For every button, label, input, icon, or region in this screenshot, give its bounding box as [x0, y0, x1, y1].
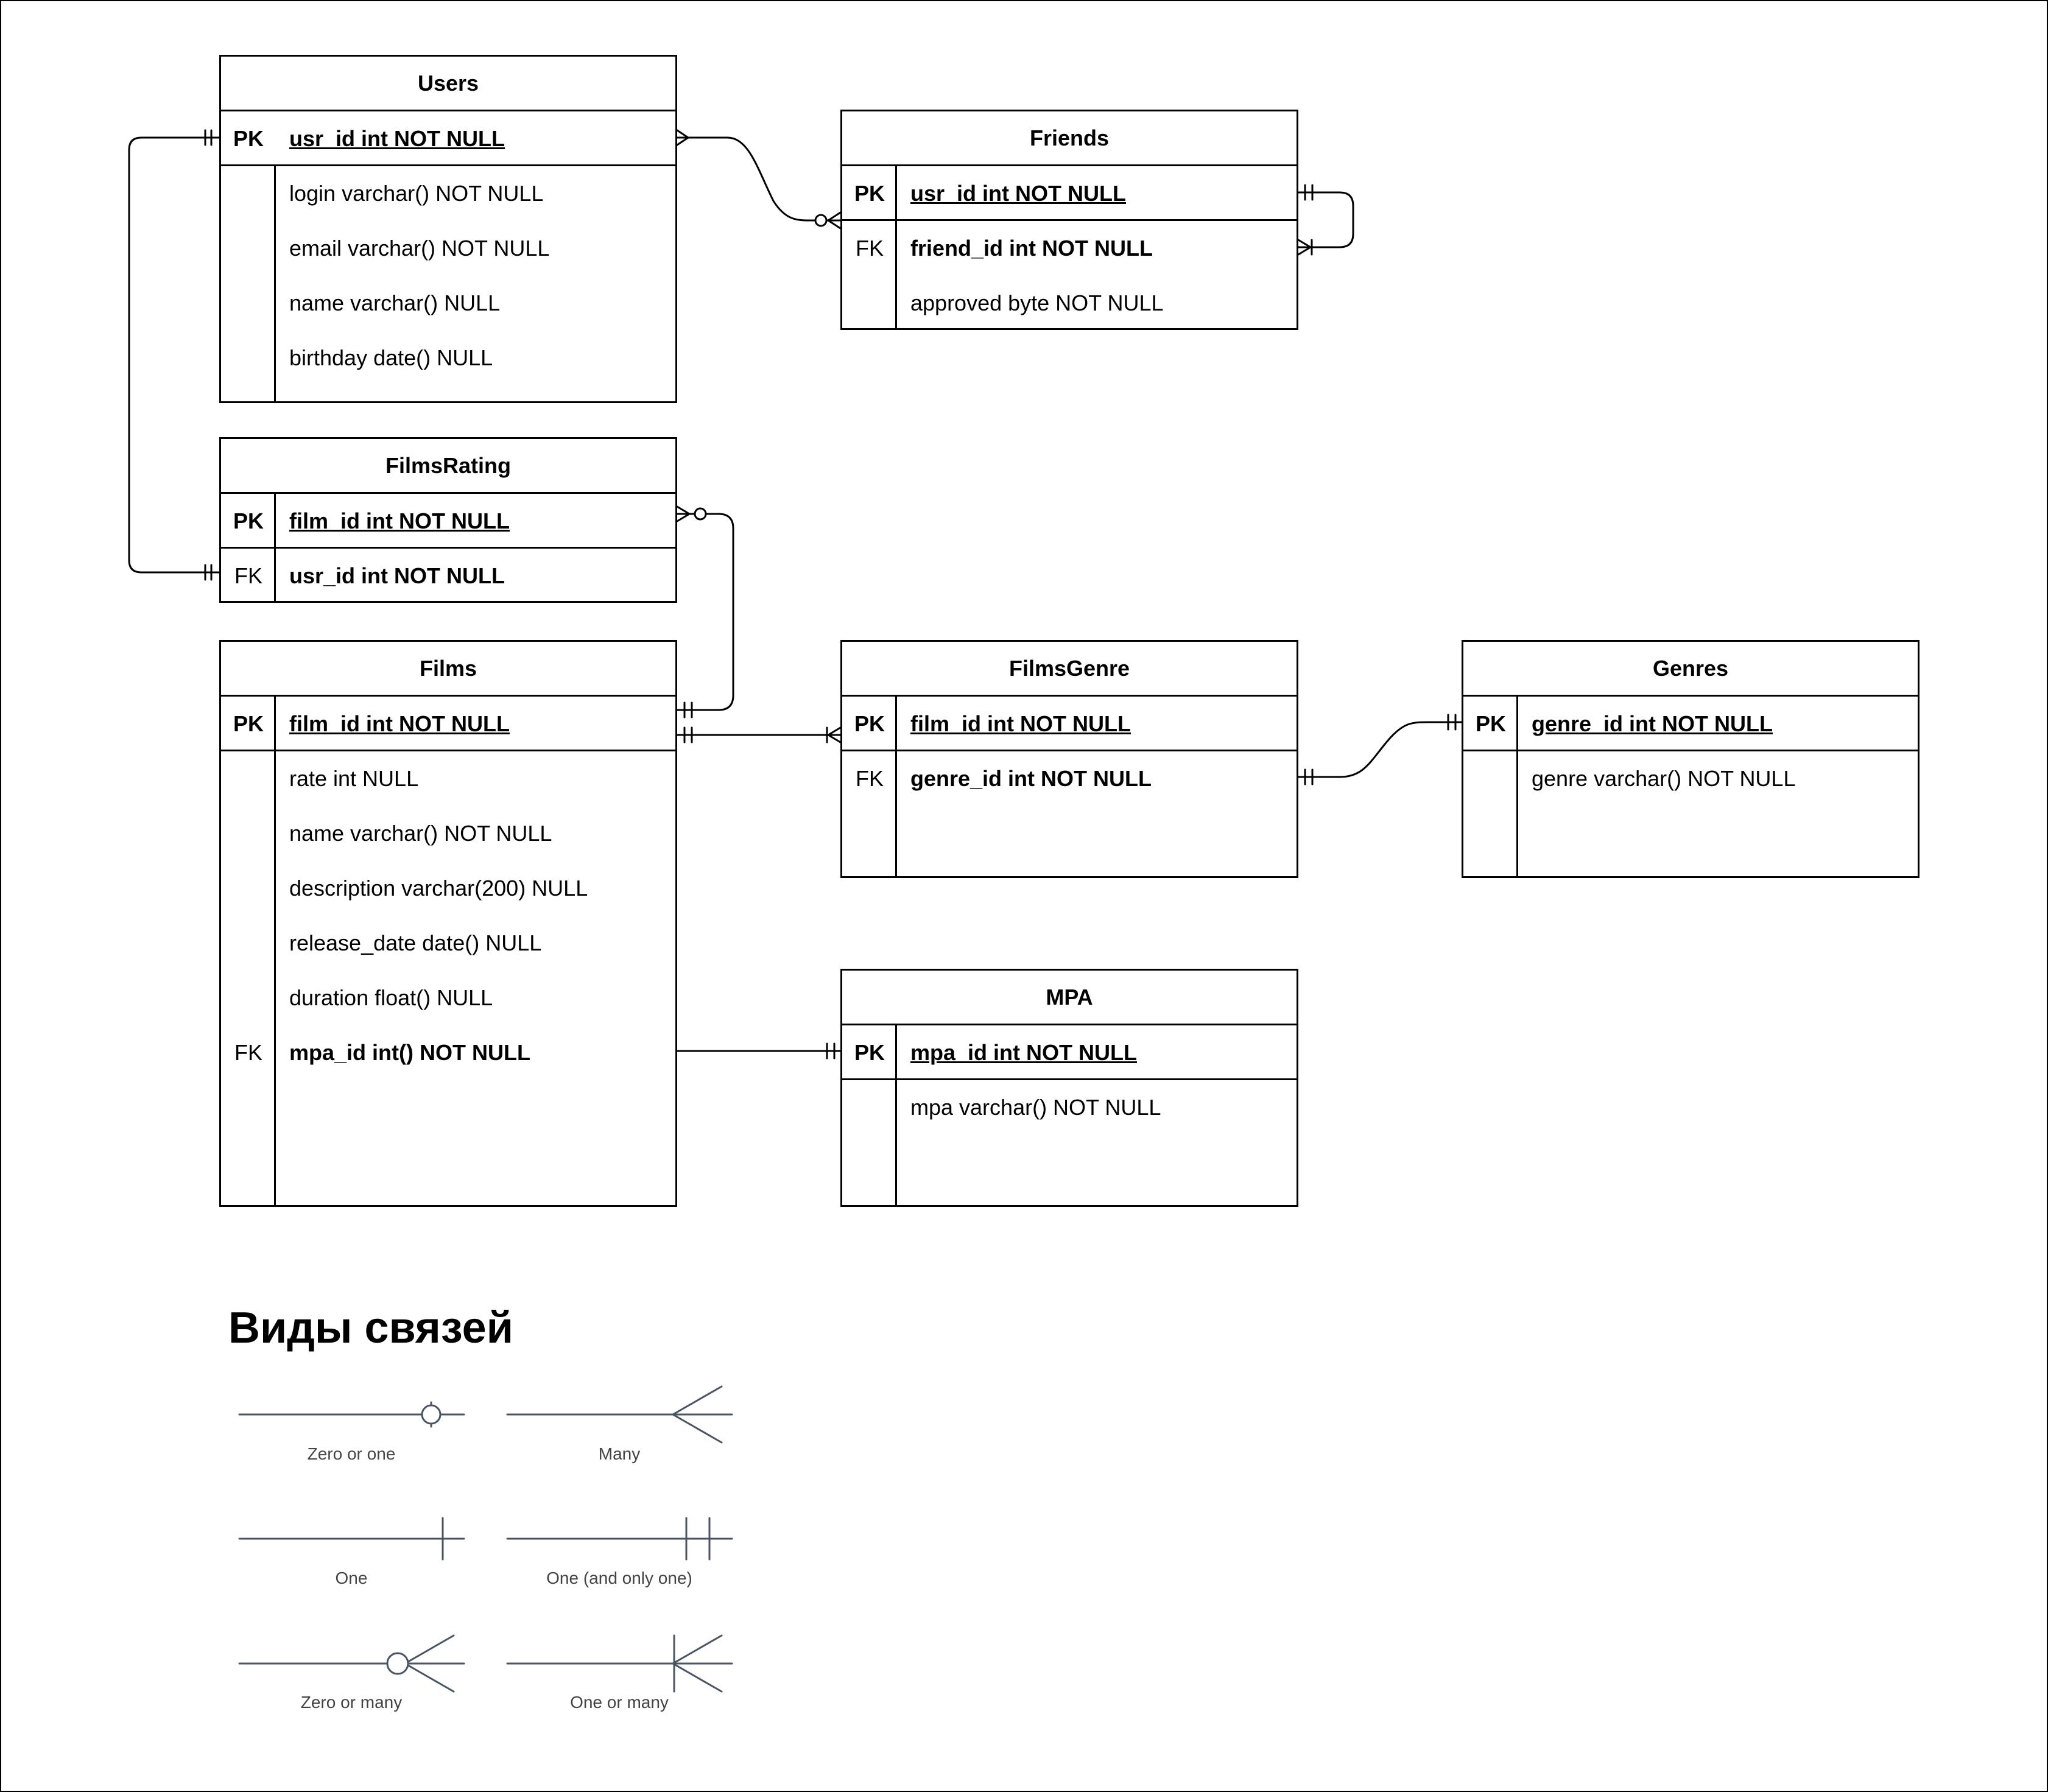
table-row: email varchar() NOT NULL: [221, 221, 675, 276]
legend-label-zero-or-many: Zero or many: [300, 1693, 403, 1712]
table-row-fk: FK usr_id int NOT NULL: [221, 549, 675, 603]
table-row: description varchar(200) NULL: [221, 861, 675, 916]
column-name: genre_id int NOT NULL: [910, 766, 1152, 791]
column-divider: [895, 1025, 897, 1207]
column-name: email varchar() NOT NULL: [289, 236, 550, 261]
fk-marker: FK: [234, 563, 262, 588]
entity-genres[interactable]: Genres PK genre_id int NOT NULL genre va…: [1462, 640, 1920, 878]
table-row: duration float() NULL: [221, 971, 675, 1025]
table-row-fk: FK genre_id int NOT NULL: [842, 751, 1297, 806]
column-divider: [1516, 697, 1518, 878]
table-row: birthday date() NULL: [221, 331, 675, 385]
table-row-pk: PK genre_id int NOT NULL: [1463, 697, 1918, 751]
column-name: mpa_id int NOT NULL: [910, 1040, 1137, 1065]
entity-films-rating[interactable]: FilmsRating PK film_id int NOT NULL FK u…: [219, 437, 677, 603]
legend-label-one-only-one: One (and only one): [546, 1569, 692, 1587]
column-name: genre_id int NOT NULL: [1532, 711, 1773, 736]
column-name: name varchar() NOT NULL: [289, 821, 552, 846]
table-row-pk: PK usr_id int NOT NULL: [221, 111, 675, 166]
legend-label-one: One: [335, 1569, 368, 1587]
pk-marker: PK: [854, 181, 885, 206]
entity-title: Users: [221, 57, 675, 111]
column-name: release_date date() NULL: [289, 930, 542, 955]
column-name: usr_id int NOT NULL: [289, 126, 505, 151]
column-name: name varchar() NULL: [289, 290, 501, 315]
column-name: genre varchar() NOT NULL: [1532, 766, 1796, 791]
legend-title: Виды связей: [228, 1304, 513, 1352]
table-row: approved byte NOT NULL: [842, 276, 1297, 331]
table-row-fk: FK friend_id int NOT NULL: [842, 221, 1297, 276]
column-name: friend_id int NOT NULL: [910, 236, 1153, 261]
pk-marker: PK: [233, 508, 264, 533]
column-divider: [895, 166, 897, 330]
table-row-pk: PK film_id int NOT NULL: [221, 494, 675, 549]
entity-users[interactable]: Users PK usr_id int NOT NULL login varch…: [219, 55, 677, 403]
pk-marker: PK: [1475, 711, 1506, 736]
entity-title: MPA: [842, 971, 1297, 1025]
table-row: mpa varchar() NOT NULL: [842, 1080, 1297, 1135]
column-name: mpa varchar() NOT NULL: [910, 1095, 1161, 1120]
column-divider: [274, 166, 276, 403]
column-name: film_id int NOT NULL: [289, 711, 510, 736]
table-row: name varchar() NULL: [221, 276, 675, 331]
table-row: rate int NULL: [221, 751, 675, 806]
fk-marker: FK: [855, 236, 884, 261]
table-row: login varchar() NOT NULL: [221, 166, 675, 221]
table-row: genre varchar() NOT NULL: [1463, 751, 1918, 806]
column-name: rate int NULL: [289, 766, 419, 791]
fk-marker: FK: [855, 766, 884, 791]
entity-title: Genres: [1463, 642, 1918, 697]
entity-mpa[interactable]: MPA PK mpa_id int NOT NULL mpa varchar()…: [840, 969, 1298, 1207]
legend-label-one-or-many: One or many: [570, 1693, 669, 1712]
table-row-pk: PK mpa_id int NOT NULL: [842, 1025, 1297, 1080]
column-name: usr_id int NOT NULL: [289, 563, 505, 588]
column-name: mpa_id int() NOT NULL: [289, 1040, 530, 1065]
entity-title: FilmsRating: [221, 439, 675, 494]
pk-marker: PK: [854, 1040, 885, 1065]
column-divider: [895, 697, 897, 878]
entity-films[interactable]: Films PK film_id int NOT NULL rate int N…: [219, 640, 677, 1207]
entity-title: Films: [221, 642, 675, 697]
table-row-pk: PK film_id int NOT NULL: [221, 697, 675, 751]
entity-friends[interactable]: Friends PK usr_id int NOT NULL FK friend…: [840, 110, 1298, 330]
column-divider: [274, 697, 276, 1207]
entity-title: Friends: [842, 111, 1297, 166]
entity-title: FilmsGenre: [842, 642, 1297, 697]
table-row: name varchar() NOT NULL: [221, 806, 675, 861]
column-name: login varchar() NOT NULL: [289, 181, 544, 206]
table-row: release_date date() NULL: [221, 916, 675, 971]
legend-label-zero-or-one: Zero or one: [307, 1444, 396, 1463]
column-name: film_id int NOT NULL: [289, 508, 510, 533]
table-row-fk: FK mpa_id int() NOT NULL: [221, 1025, 675, 1080]
column-name: birthday date() NULL: [289, 345, 493, 370]
column-name: usr_id int NOT NULL: [910, 181, 1126, 206]
entity-films-genre[interactable]: FilmsGenre PK film_id int NOT NULL FK ge…: [840, 640, 1298, 878]
column-name: description varchar(200) NULL: [289, 876, 588, 901]
table-row-pk: PK film_id int NOT NULL: [842, 697, 1297, 751]
column-name: approved byte NOT NULL: [910, 290, 1164, 315]
column-name: film_id int NOT NULL: [910, 711, 1131, 736]
column-name: duration float() NULL: [289, 985, 493, 1010]
fk-marker: FK: [234, 1040, 262, 1065]
pk-marker: PK: [233, 711, 264, 736]
pk-marker: PK: [233, 126, 264, 151]
pk-marker: PK: [854, 711, 885, 736]
legend-label-many: Many: [598, 1444, 641, 1463]
table-row-pk: PK usr_id int NOT NULL: [842, 166, 1297, 221]
